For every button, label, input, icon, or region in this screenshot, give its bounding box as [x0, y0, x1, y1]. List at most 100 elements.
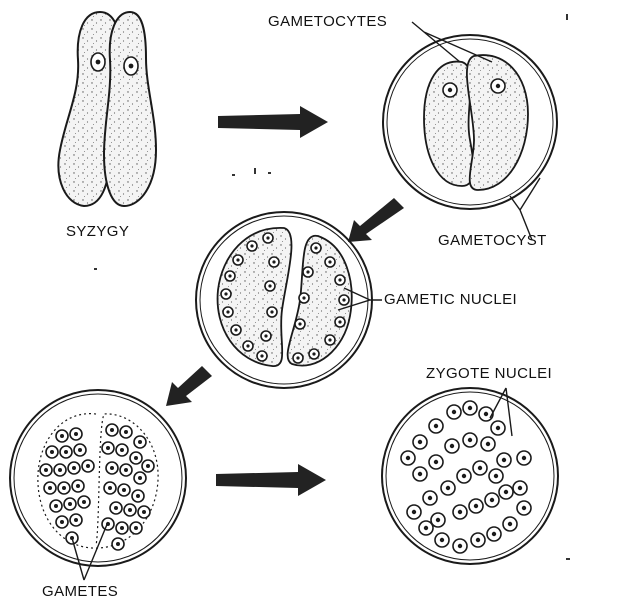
- gamete-cell: [44, 482, 56, 494]
- gamete-cell: [130, 452, 142, 464]
- gamete-cell: [104, 482, 116, 494]
- zygote-cell: [463, 433, 477, 447]
- gametes-cyst: [10, 390, 186, 566]
- gametic-nucleus: [257, 351, 267, 361]
- gametocyte-left: [424, 62, 474, 186]
- gametic-nucleus: [335, 275, 345, 285]
- gametic-nucleus: [225, 271, 235, 281]
- zygote-cell: [453, 505, 467, 519]
- label-zygote-nuclei: ZYGOTE NUCLEI: [426, 365, 552, 382]
- gametocyte-nucleus: [443, 83, 457, 97]
- gamete-cell: [134, 472, 146, 484]
- gametic-nucleus: [303, 267, 313, 277]
- zygote-cell: [485, 493, 499, 507]
- zygote-cell: [407, 505, 421, 519]
- syzygy-nucleus: [124, 57, 138, 75]
- zygote-cell: [463, 401, 477, 415]
- zygote-cell: [453, 539, 467, 553]
- gametic-nucleus: [261, 331, 271, 341]
- gametocyte-right: [467, 55, 528, 190]
- zygote-cell: [487, 527, 501, 541]
- gamete-cell: [112, 538, 124, 550]
- gamete-cell: [70, 514, 82, 526]
- gamete-cell: [58, 482, 70, 494]
- zygote-cell: [471, 533, 485, 547]
- label-gametes: GAMETES: [42, 583, 118, 600]
- label-gametocytes: GAMETOCYTES: [268, 13, 387, 30]
- arrow-down-left-icon: [348, 198, 404, 242]
- gamete-cell: [60, 446, 72, 458]
- gamete-cell: [74, 444, 86, 456]
- label-gametic-nuclei: GAMETIC NUCLEI: [384, 291, 517, 308]
- zygote-cell: [423, 491, 437, 505]
- gamete-cell: [116, 444, 128, 456]
- gamete-cell: [142, 460, 154, 472]
- gametic-nucleus: [293, 353, 303, 363]
- gamete-cell: [116, 522, 128, 534]
- leader-gametocytes: [412, 22, 492, 62]
- gametic-nucleus: [299, 293, 309, 303]
- zygote-cell: [429, 419, 443, 433]
- gametic-nucleus: [267, 307, 277, 317]
- gametic-nucleus: [311, 243, 321, 253]
- gametic-nucleus: [265, 281, 275, 291]
- zygote-cell: [445, 439, 459, 453]
- syzygy-right-cell: [104, 12, 156, 206]
- zygote-cell: [503, 517, 517, 531]
- gamete-cell: [138, 506, 150, 518]
- gamete-cell: [40, 464, 52, 476]
- gamete-cell: [72, 480, 84, 492]
- zygote-cell: [481, 437, 495, 451]
- gamete-cells: [40, 424, 154, 550]
- syzygy-cells: [58, 12, 156, 206]
- zygote-cell: [517, 501, 531, 515]
- zygote-cell: [429, 455, 443, 469]
- gametic-nucleus: [231, 325, 241, 335]
- gametic-nuclei-cyst: [196, 212, 372, 388]
- zygote-cell: [469, 499, 483, 513]
- gamete-cell: [102, 442, 114, 454]
- zygote-cell: [401, 451, 415, 465]
- gamete-cell: [120, 426, 132, 438]
- gamete-cell: [106, 462, 118, 474]
- gamete-cell: [50, 500, 62, 512]
- gamete-cell: [132, 490, 144, 502]
- gamete-cell: [120, 464, 132, 476]
- zygote-cell: [517, 451, 531, 465]
- gamete-cell: [78, 496, 90, 508]
- gametic-nucleus: [243, 341, 253, 351]
- zygote-cell: [499, 485, 513, 499]
- zygote-cell: [413, 435, 427, 449]
- zygote-cell: [447, 405, 461, 419]
- gamete-cell: [124, 504, 136, 516]
- leader-gametocyst: [510, 178, 540, 240]
- zygote-cell: [479, 407, 493, 421]
- gamete-cell: [46, 446, 58, 458]
- zygote-cell: [441, 481, 455, 495]
- gamete-cell: [106, 424, 118, 436]
- gametic-nucleus: [309, 349, 319, 359]
- zygote-cell: [513, 481, 527, 495]
- gamete-cell: [70, 428, 82, 440]
- gametic-nucleus: [247, 241, 257, 251]
- gametic-nucleus: [325, 257, 335, 267]
- zygote-cell: [489, 469, 503, 483]
- gametic-nucleus: [263, 233, 273, 243]
- zygote-cell: [413, 467, 427, 481]
- gamete-cell: [54, 464, 66, 476]
- gamete-cell: [130, 522, 142, 534]
- zygote-cyst: [382, 388, 558, 564]
- gametocyst: [383, 35, 557, 209]
- gametocyte-nucleus: [491, 79, 505, 93]
- gamete-cell: [134, 436, 146, 448]
- gametic-nucleus: [223, 307, 233, 317]
- leader-gametes: [72, 522, 108, 580]
- zygote-cell: [491, 421, 505, 435]
- gamete-cell: [56, 516, 68, 528]
- label-syzygy: SYZYGY: [66, 223, 129, 240]
- gametic-nucleus: [339, 295, 349, 305]
- gametic-nucleus: [269, 257, 279, 267]
- gamete-cell: [110, 502, 122, 514]
